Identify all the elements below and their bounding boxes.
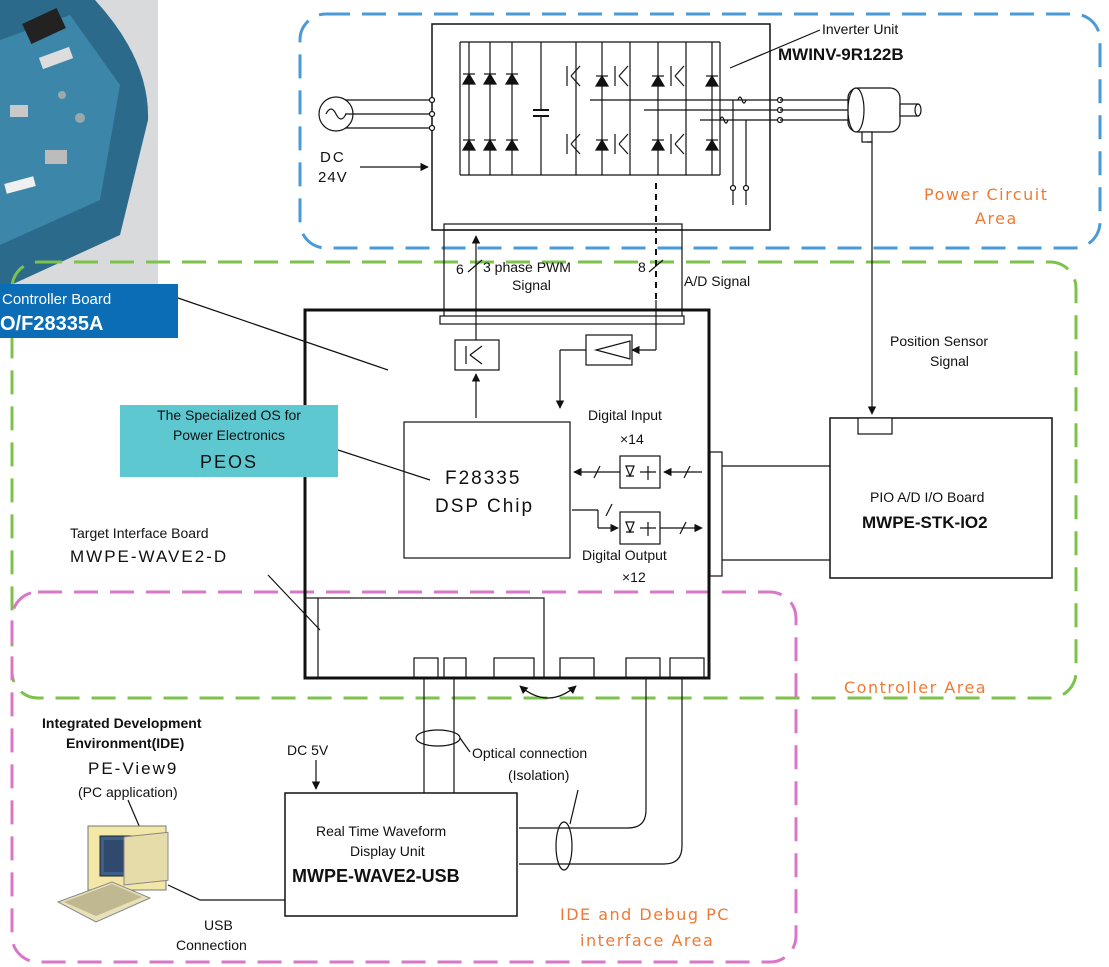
controller-board-title: Controller Board [2,291,111,308]
target-board-callout [267,574,321,631]
port-5 [625,657,661,679]
usb-label-1: USB [204,917,233,933]
pio-board-title: PIO A/D I/O Board [870,489,984,505]
dsp-chip-label: DSP Chip [435,496,534,517]
port-optical-2 [443,657,467,679]
inverter-connector [439,223,685,325]
peos-box: The Specialized OS for Power Electronics… [120,405,338,477]
position-sensor-connector [857,417,893,435]
usb-cable [167,884,285,901]
dc-label: DC [320,149,346,166]
peos-label-3: PEOS [200,452,258,472]
controller-board [303,308,711,680]
dsp-name: F28335 [445,468,521,489]
peos-label-1: The Specialized OS for [157,407,301,423]
port-optical-1 [413,657,439,679]
digital-input-count: ×14 [620,431,644,447]
pwm-count: 6 [456,261,464,277]
ide-product: PE-View9 [88,759,178,778]
inverter-model: MWINV-9R122B [778,45,904,64]
pio-board-box [829,417,1053,579]
position-sensor-label-2: Signal [930,353,969,369]
target-interface-board-box [317,597,545,679]
controller-board-badge: Controller Board O/F28335A [0,284,178,338]
ad-amplifier-box [585,334,633,366]
peos-callout [337,449,431,481]
controller-board-callout [177,297,389,371]
motor-icon [780,87,922,143]
inverter-callout [729,29,821,69]
pwm-label-2: Signal [512,277,551,293]
usb-label-2: Connection [176,937,247,953]
wave-unit-label-1: Real Time Waveform [316,823,446,839]
optical-label-1: Optical connection [472,745,587,761]
connection-curve-arrow [519,685,577,699]
ad-count: 8 [638,259,646,275]
pio-connector [709,451,723,577]
digital-output-count: ×12 [622,569,646,585]
power-area-label-1: Power Circuit [924,185,1048,204]
wave-unit-box [284,792,518,917]
dsp-chip-box [403,421,571,559]
dc5v-label: DC 5V [287,742,329,758]
target-board-model: MWPE-WAVE2-D [70,547,228,566]
pio-board-model: MWPE-STK-IO2 [862,513,988,532]
ide-title-1: Integrated Development [42,715,202,731]
controller-area-label: Controller Area [844,678,987,697]
ide-subtitle: (PC application) [78,784,178,800]
pwm-driver-box [454,339,500,371]
pwm-label-1: 3 phase PWM [483,259,571,275]
target-board-label: Target Interface Board [70,525,209,541]
optical-callout [459,737,471,753]
ide-area-border [10,590,798,964]
digital-output-label: Digital Output [582,547,667,563]
ide-title-2: Environment(IDE) [66,735,184,751]
power-circuit-area-border [298,12,1102,250]
wave-unit-label-2: Display Unit [350,843,425,859]
ad-label: A/D Signal [684,273,750,289]
position-sensor-label-1: Position Sensor [890,333,988,349]
port-6 [669,657,705,679]
peos-label-2: Power Electronics [173,427,285,443]
controller-board-model: O/F28335A [0,313,103,335]
inverter-unit [318,23,784,231]
wave-unit-model: MWPE-WAVE2-USB [292,866,460,886]
ide-area-label-1: IDE and Debug PC [560,905,730,924]
ide-area-label-2: interface Area [580,931,714,950]
dc-24v-label: 24V [318,169,348,186]
digital-input-label: Digital Input [588,407,662,423]
pc-icon [56,825,169,923]
port-4 [559,657,595,679]
port-3 [493,657,535,679]
power-area-label-2: Area [975,209,1018,228]
optical-label-2: (Isolation) [508,767,569,783]
controller-board-photo [0,0,158,290]
position-sensor-line [867,141,877,415]
inverter-title: Inverter Unit [822,21,898,37]
